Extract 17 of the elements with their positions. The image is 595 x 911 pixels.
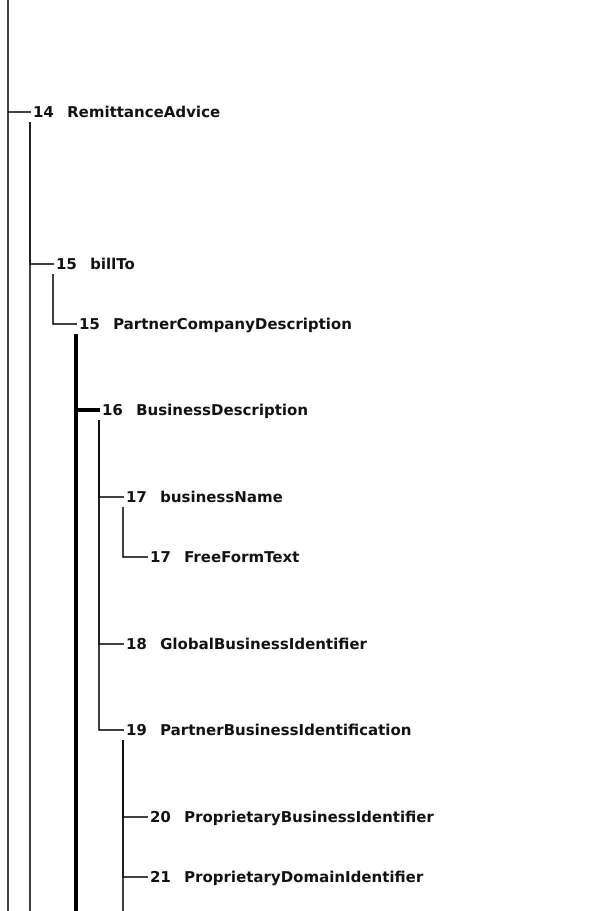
tree-connector bbox=[74, 334, 78, 911]
tree-connector bbox=[122, 507, 148, 558]
tree-node-label: 18 GlobalBusinessIdentifier bbox=[124, 634, 367, 654]
tree-node-label: 17 FreeFormText bbox=[148, 547, 300, 567]
tree-connector bbox=[98, 420, 124, 731]
tree-node-label: 20 ProprietaryBusinessIdentifier bbox=[148, 807, 434, 827]
tree-connector bbox=[122, 740, 124, 911]
tree-node-label: 14 RemittanceAdvice bbox=[31, 102, 220, 122]
tree-node-label: 17 businessName bbox=[124, 487, 283, 507]
tree-connector bbox=[52, 274, 77, 325]
tree-node-label: 15 billTo bbox=[54, 254, 135, 274]
tree-node-label: 19 PartnerBusinessIdentification bbox=[124, 720, 412, 740]
tree-node-label: 21 ProprietaryDomainIdentifier bbox=[148, 867, 424, 887]
tree-node-label: 16 BusinessDescription bbox=[100, 400, 308, 420]
tree-connector bbox=[29, 122, 31, 911]
tree-node-label: 15 PartnerCompanyDescription bbox=[77, 314, 352, 334]
tree-connector bbox=[7, 0, 32, 911]
